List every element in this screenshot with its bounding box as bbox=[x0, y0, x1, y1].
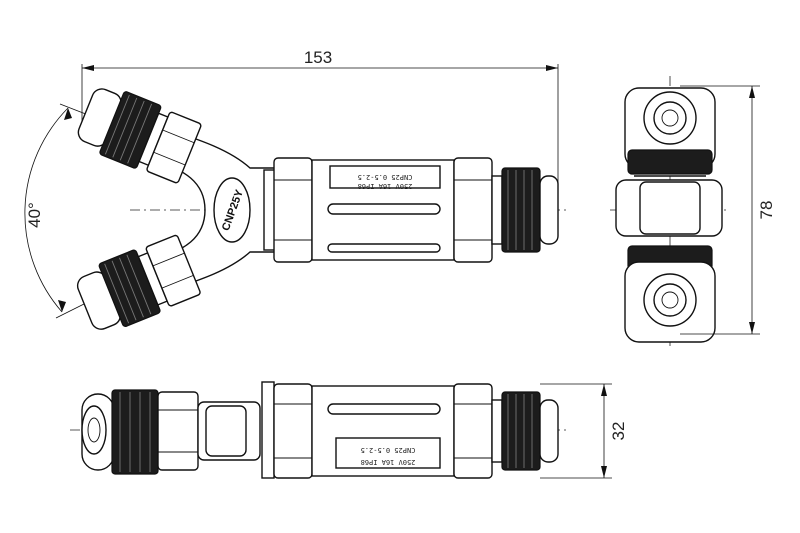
housing-marking-1: CNP25 0.5-2.5 bbox=[358, 173, 413, 181]
bottom-marking-2: 250V 16A IP68 bbox=[361, 458, 416, 466]
length-dimension: 153 bbox=[81, 48, 559, 200]
upper-branch-connector bbox=[77, 88, 202, 184]
housing-marking-2: 250V 16A IP68 bbox=[358, 182, 413, 190]
side-height-dimension: 78 bbox=[680, 85, 776, 335]
side-view: 78 bbox=[610, 76, 776, 346]
main-housing: CNP25 0.5-2.5 250V 16A IP68 bbox=[263, 157, 559, 263]
bottom-view: CNP25 0.5-2.5 250V 16A IP68 32 bbox=[70, 381, 628, 479]
bottom-height-label: 32 bbox=[609, 422, 628, 441]
bottom-height-dimension: 32 bbox=[540, 383, 628, 479]
top-view: 153 40° CNP25Y bbox=[24, 48, 570, 330]
bottom-marking-1: CNP25 0.5-2.5 bbox=[361, 446, 416, 454]
side-height-label: 78 bbox=[757, 201, 776, 220]
angle-label: 40° bbox=[25, 202, 44, 228]
lower-branch-connector bbox=[76, 234, 201, 330]
angle-dimension: 40° bbox=[24, 103, 97, 319]
length-label: 153 bbox=[304, 48, 332, 67]
